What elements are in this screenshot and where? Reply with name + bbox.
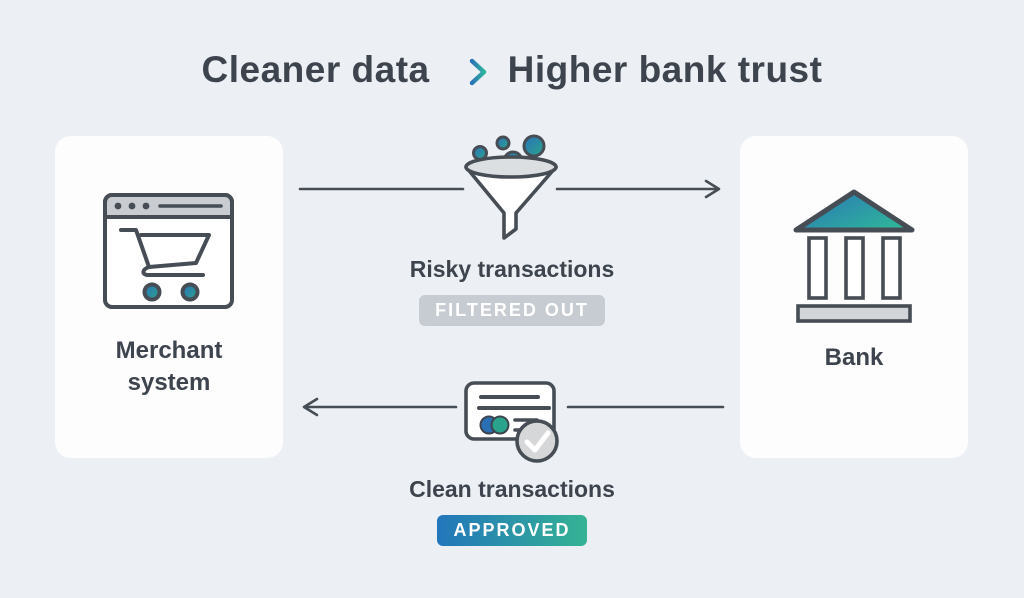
bank-card: Bank	[740, 136, 968, 458]
risky-transactions-label: Risky transactions	[409, 256, 615, 282]
bank-label: Bank	[824, 344, 884, 371]
approved-badge-wrap: APPROVED	[0, 515, 1024, 546]
merchant-card: Merchant system	[55, 136, 283, 458]
filtered-out-badge: FILTERED OUT	[419, 295, 605, 326]
merchant-label-line1: Merchant	[115, 337, 223, 364]
merchant-label: Merchant system	[116, 335, 223, 399]
clean-transactions-label: Clean transactions	[409, 476, 615, 502]
credit-card-check-icon	[464, 381, 559, 463]
merchant-label-line2: system	[127, 369, 211, 396]
bottom-flow-arrow	[302, 397, 725, 417]
funnel-icon	[464, 134, 558, 240]
top-flow-arrow	[298, 179, 721, 199]
gradient-right-arrow-icon	[448, 58, 486, 85]
page-title: Cleaner data Higher bank trust	[0, 46, 1024, 94]
title-right-text: Higher bank trust	[507, 49, 823, 90]
bank-icon	[793, 189, 915, 323]
approved-badge: APPROVED	[437, 515, 587, 546]
browser-cart-icon	[103, 193, 234, 309]
title-left-text: Cleaner data	[201, 49, 430, 90]
filtered-out-badge-wrap: FILTERED OUT	[0, 295, 1024, 326]
